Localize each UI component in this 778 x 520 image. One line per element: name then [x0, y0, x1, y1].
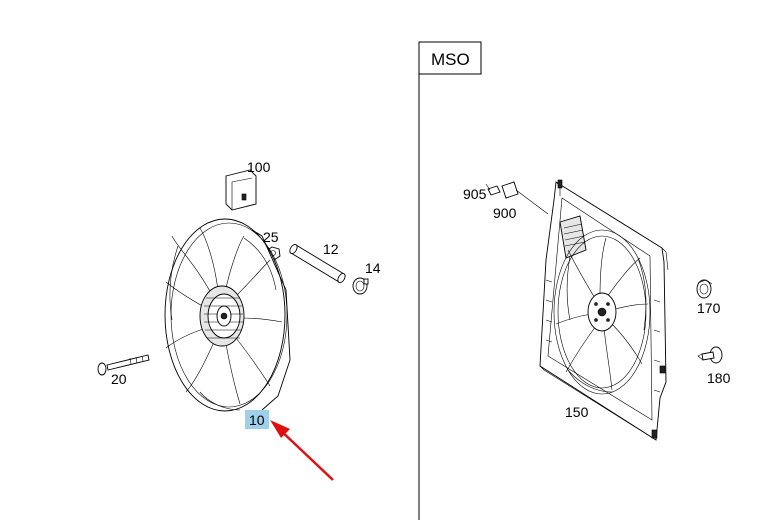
- label-10[interactable]: 10: [249, 412, 265, 428]
- pointer-arrow-head: [270, 420, 290, 438]
- variant-box: MSO: [418, 41, 482, 75]
- label-900[interactable]: 900: [493, 205, 517, 221]
- part-150-shroud-drawing[interactable]: [539, 179, 669, 441]
- part-20-bolt-drawing[interactable]: [97, 354, 150, 376]
- label-180[interactable]: 180: [707, 370, 731, 386]
- part-900-connector-drawing[interactable]: [501, 181, 549, 215]
- label-100[interactable]: 100: [247, 159, 271, 175]
- label-10-highlight: [245, 410, 269, 429]
- part-10-fan-drawing[interactable]: [164, 218, 291, 412]
- part-180-rivet-drawing[interactable]: [697, 346, 723, 364]
- variant-box-label: MSO: [431, 50, 470, 69]
- part-905-pin-drawing[interactable]: [485, 183, 501, 196]
- part-170-grommet-drawing[interactable]: [696, 279, 713, 299]
- label-25[interactable]: 25: [263, 229, 279, 245]
- label-14[interactable]: 14: [365, 260, 381, 276]
- label-12[interactable]: 12: [323, 241, 339, 257]
- part-100-cap-drawing[interactable]: [225, 169, 257, 211]
- label-170[interactable]: 170: [697, 300, 721, 316]
- label-150[interactable]: 150: [565, 404, 589, 420]
- part-14-clamp-drawing[interactable]: [352, 277, 369, 295]
- pointer-arrow-shaft: [277, 427, 334, 481]
- label-905[interactable]: 905: [463, 186, 487, 202]
- label-20[interactable]: 20: [111, 371, 127, 387]
- pointer-arrow: [270, 420, 334, 481]
- part-12-pipe-drawing[interactable]: [288, 243, 346, 284]
